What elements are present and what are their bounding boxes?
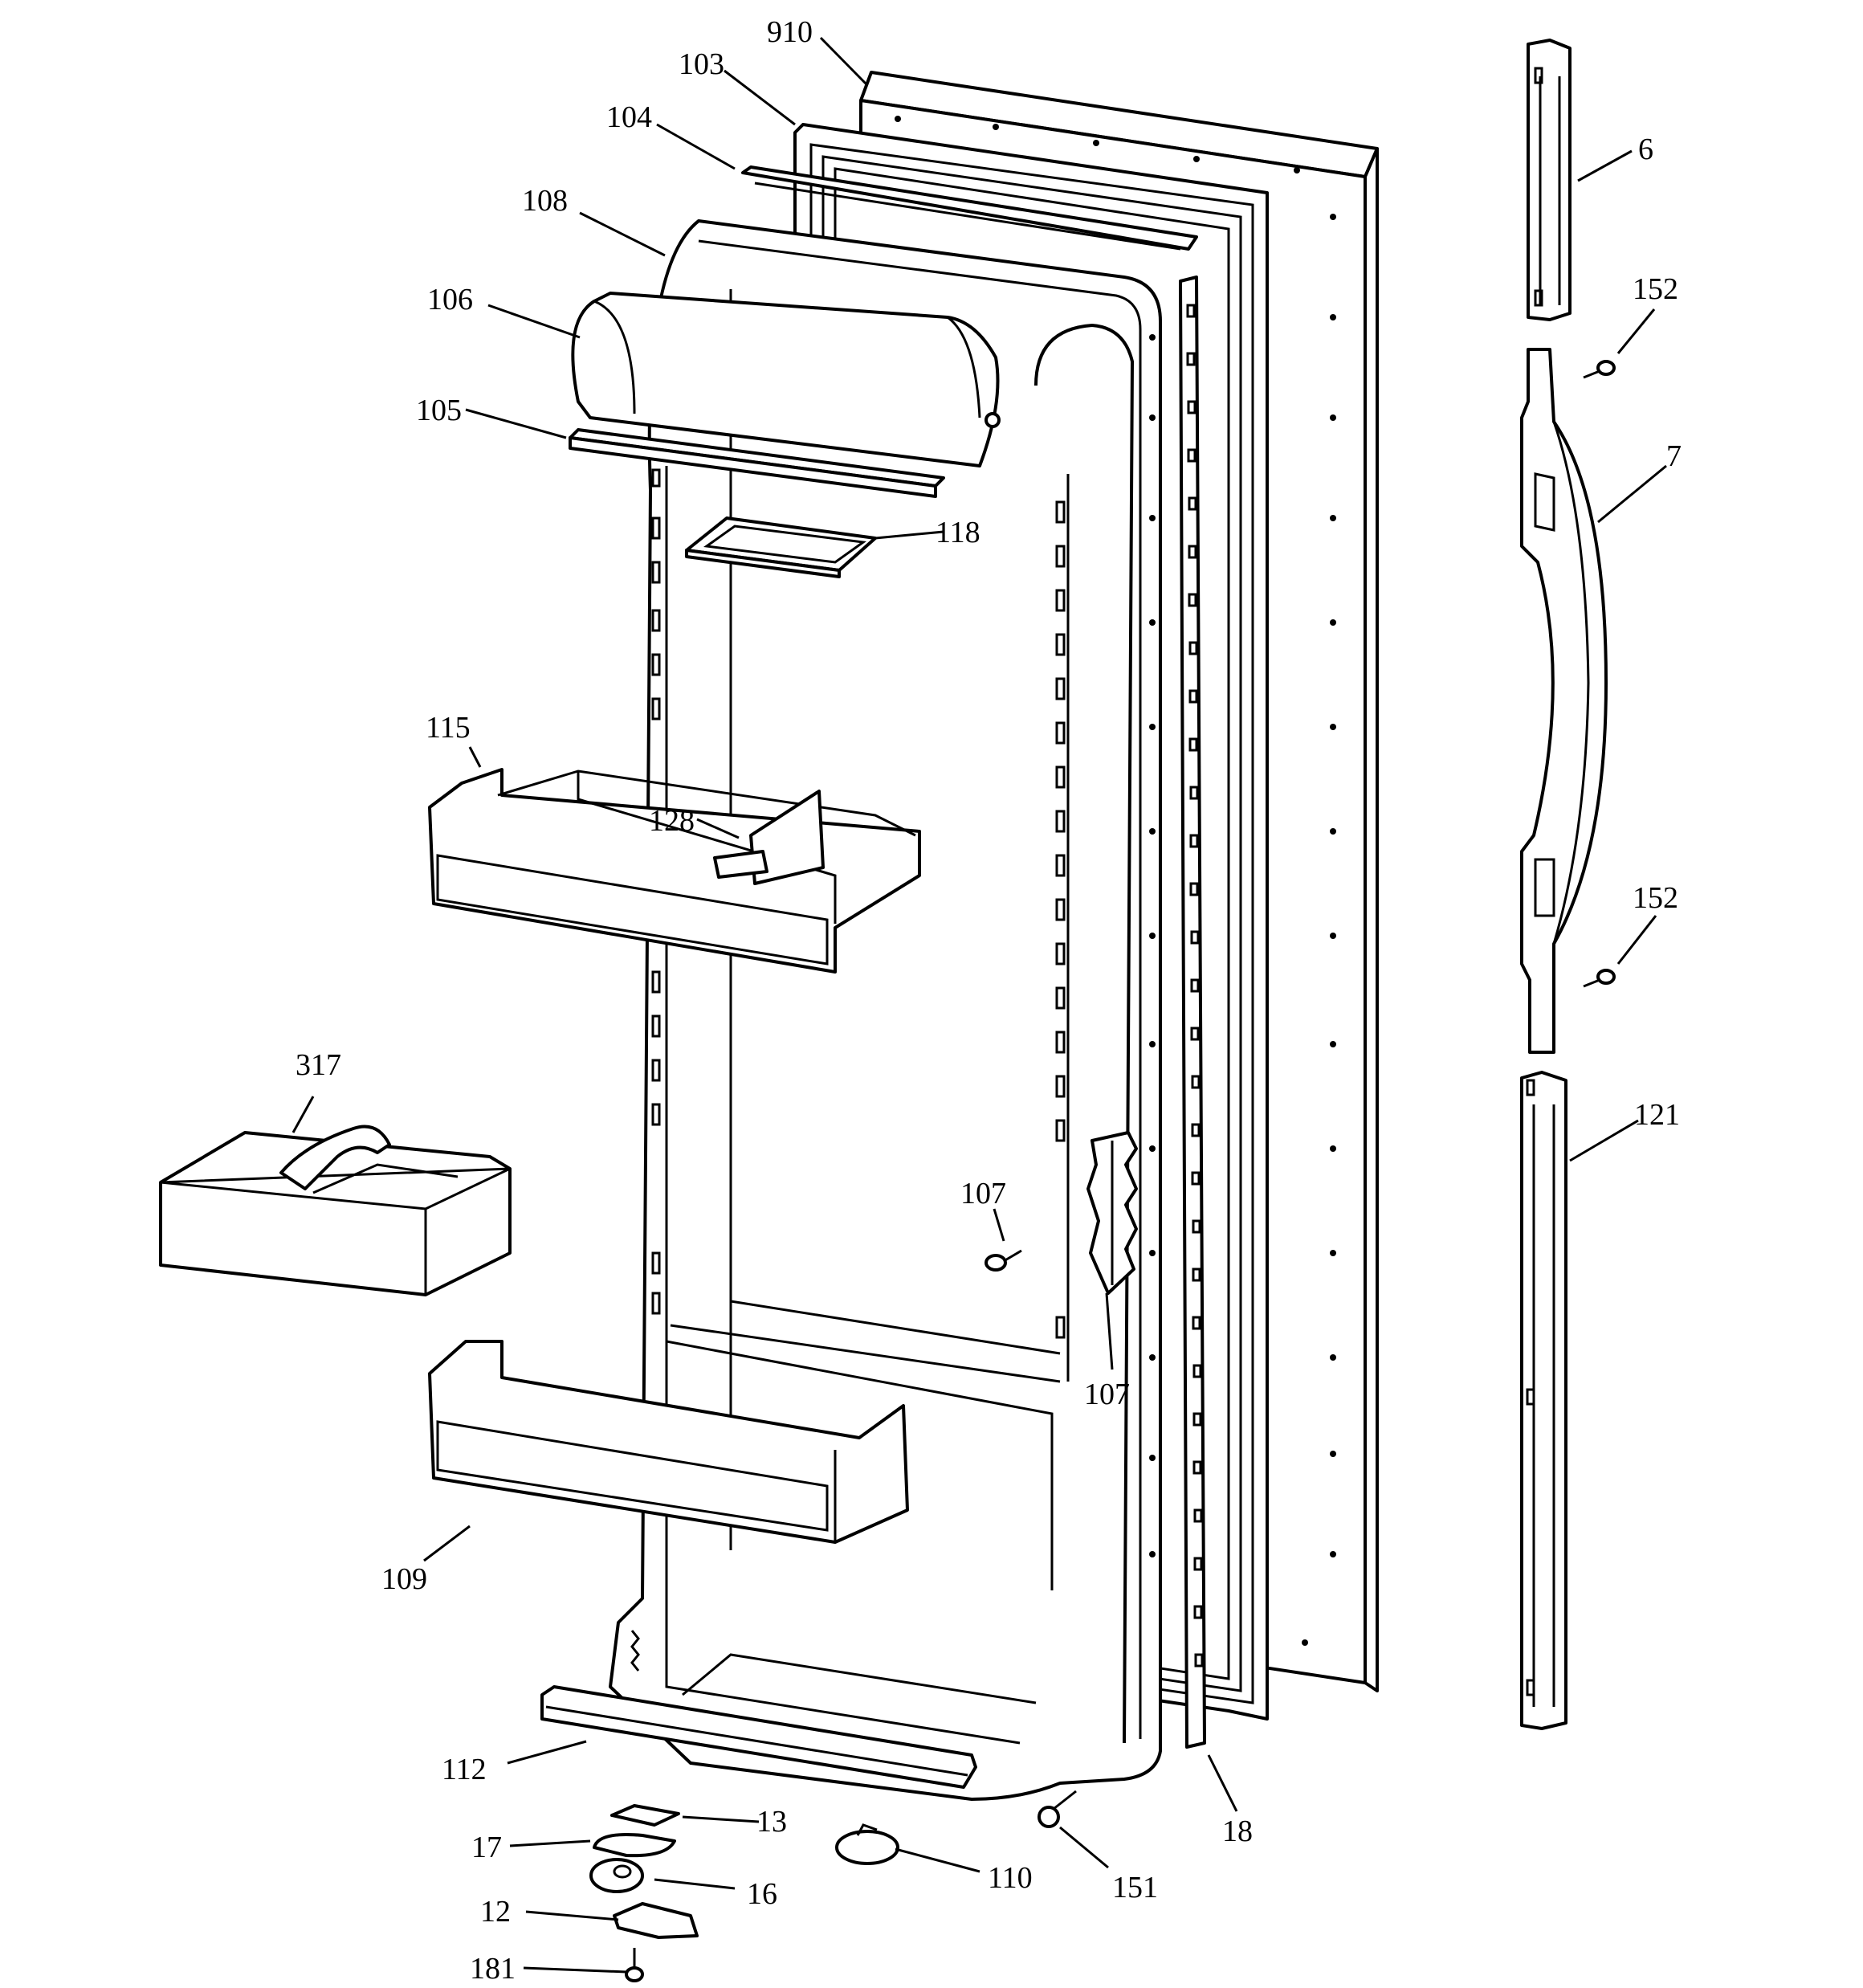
bottom-trim-strip: [540, 1685, 977, 1789]
handle-screw-152-bottom: [1583, 969, 1616, 988]
callout-118: 118: [936, 516, 980, 549]
callout-152-bottom: 152: [1633, 881, 1678, 915]
callout-121: 121: [1634, 1098, 1680, 1132]
callout-106: 106: [427, 283, 473, 316]
light-shield: [685, 516, 877, 578]
hinge-cap-110: [835, 1823, 899, 1865]
callout-17: 17: [471, 1831, 502, 1864]
hinge-washer-17: [593, 1833, 676, 1858]
callout-107-screw: 107: [960, 1177, 1006, 1210]
callout-107-rail: 107: [1084, 1378, 1130, 1411]
hinge-shim-13: [610, 1804, 680, 1827]
leader-lines: [291, 36, 1667, 1974]
callout-152-top: 152: [1633, 272, 1678, 306]
screw-107: [984, 1249, 1022, 1272]
dairy-door-hinge-strip: [569, 428, 945, 498]
shelf-slot-column-right: [1055, 500, 1066, 1339]
callout-112: 112: [442, 1753, 487, 1786]
callout-6: 6: [1638, 133, 1653, 166]
retainer-slots: [1186, 304, 1204, 1668]
shelf-slot-column-left: [651, 468, 661, 1315]
callout-109: 109: [381, 1562, 427, 1596]
dairy-compartment-door: [571, 292, 1001, 467]
callout-151: 151: [1112, 1871, 1158, 1904]
hinge-screw-181: [625, 1948, 644, 1982]
hinge-bushing-16: [589, 1858, 644, 1893]
door-bin-317: [159, 1125, 512, 1296]
screw-151: [1037, 1790, 1077, 1828]
callout-317: 317: [296, 1048, 341, 1082]
handle-screw-152-top: [1583, 360, 1616, 379]
callout-128: 128: [649, 804, 695, 838]
door-bin-large: [428, 768, 921, 974]
callout-181: 181: [470, 1952, 516, 1986]
breaker-strip: [741, 165, 1198, 251]
door-handle: [1520, 348, 1608, 1054]
shelf-support-rail: [1086, 1131, 1138, 1295]
callout-12: 12: [480, 1895, 511, 1929]
inner-door-liner: [609, 219, 1162, 1801]
callout-18: 18: [1222, 1815, 1253, 1848]
hinge-bracket-12: [613, 1902, 699, 1939]
callout-16: 16: [747, 1877, 777, 1911]
callout-104: 104: [606, 100, 652, 134]
callout-103: 103: [679, 47, 724, 81]
panel-screw-holes: [895, 116, 1336, 1646]
gasket-retainer-strip: [1179, 276, 1206, 1749]
liner-edge-holes: [1149, 334, 1156, 1557]
callout-105: 105: [416, 394, 462, 427]
callout-115: 115: [426, 711, 471, 745]
callout-110: 110: [988, 1861, 1033, 1895]
mullion-mark: [630, 1630, 640, 1672]
callout-108: 108: [522, 184, 568, 218]
handle-bottom-trim: [1520, 1071, 1567, 1730]
callout-13: 13: [756, 1805, 787, 1839]
callout-7: 7: [1666, 439, 1682, 473]
handle-top-trim: [1527, 39, 1572, 321]
callout-910: 910: [767, 15, 813, 49]
callout-labels: 910 103 104 108 106 105 118 115 128 317 …: [296, 15, 1682, 1986]
door-bin-109: [428, 1340, 909, 1544]
